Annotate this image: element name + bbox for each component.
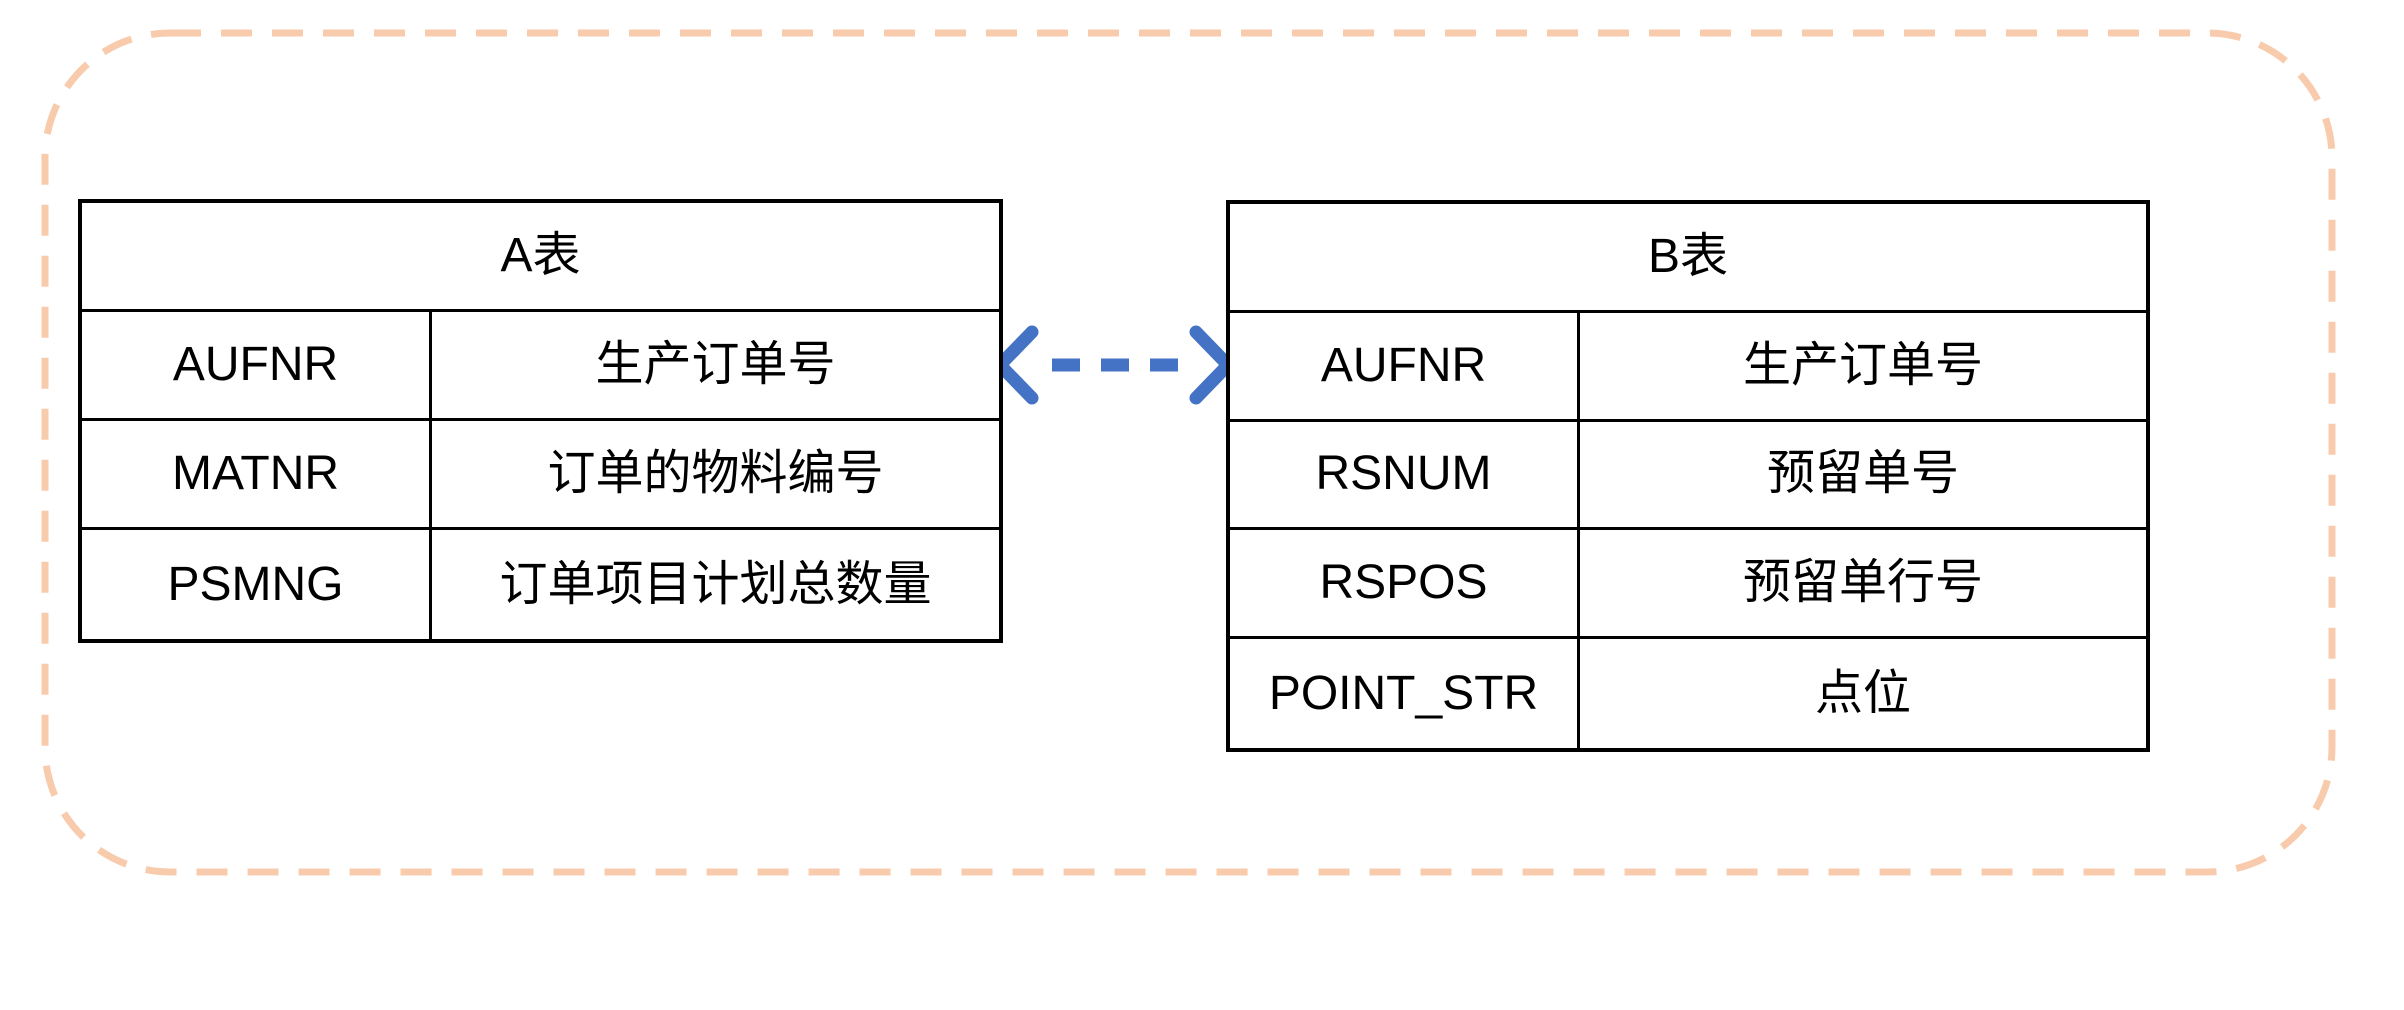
table-b-row-rspos-desc: 预留单行号 <box>1580 530 2146 640</box>
table-b-row-rsnum-desc: 预留单号 <box>1580 422 2146 531</box>
table-b-row-pointstr-field: POINT_STR <box>1230 639 1580 748</box>
arrow-head-left-icon <box>990 325 1039 405</box>
table-a-row-aufnr-field: AUFNR <box>82 312 432 421</box>
table-a-row-aufnr-desc: 生产订单号 <box>432 312 999 421</box>
table-a-row-matnr-field: MATNR <box>82 421 432 530</box>
table-b-row-aufnr-field: AUFNR <box>1230 312 1580 422</box>
table-a-row-psmng-field: PSMNG <box>82 530 432 639</box>
table-b-title: B表 <box>1230 204 2146 313</box>
table-b-row-rsnum-field: RSNUM <box>1230 421 1580 531</box>
outer-dashed-border <box>41 29 2336 876</box>
table-a-row-matnr-desc: 订单的物料编号 <box>432 421 999 530</box>
relation-arrow <box>990 325 1238 405</box>
arrow-head-right-icon <box>1189 325 1238 405</box>
table-b-row-aufnr-desc: 生产订单号 <box>1580 313 2146 422</box>
table-b-row-rspos-field: RSPOS <box>1230 530 1580 640</box>
table-b-row-pointstr-desc: 点位 <box>1814 666 1911 720</box>
table-a-row-psmng-desc: 订单项目计划总数量 <box>499 557 932 611</box>
table-a: A表 AUFNR 生产订单号 MATNR 订单的物料编号 PSMNG 订单项目计… <box>78 199 1003 643</box>
table-a-title: A表 <box>82 203 999 312</box>
table-b: B表 AUFNR 生产订单号 RSNUM 预留单号 RSPOS 预留单行号 PO… <box>1226 200 2150 752</box>
